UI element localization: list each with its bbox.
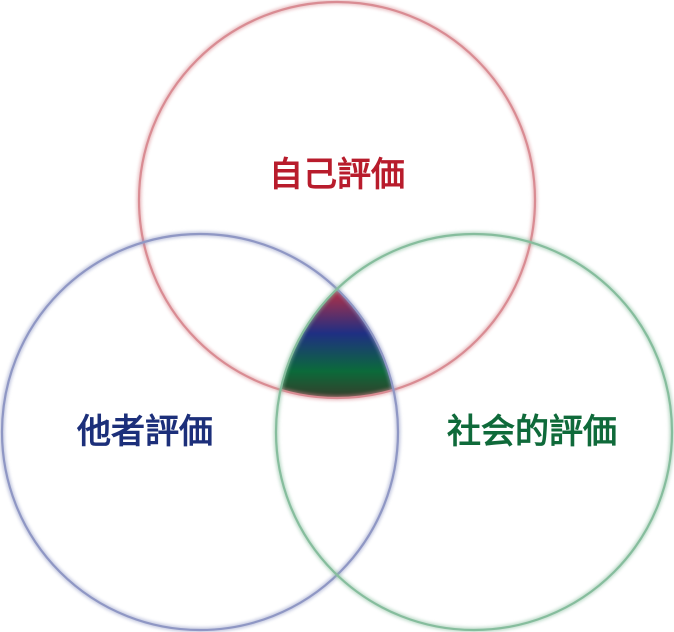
circle-others — [0, 231, 401, 632]
label-social: 社会的評価 — [447, 412, 617, 452]
circle-self — [136, 0, 538, 401]
label-others: 他者評価 — [76, 412, 213, 452]
circle-social — [273, 231, 674, 632]
label-self: 自己評価 — [269, 155, 405, 195]
